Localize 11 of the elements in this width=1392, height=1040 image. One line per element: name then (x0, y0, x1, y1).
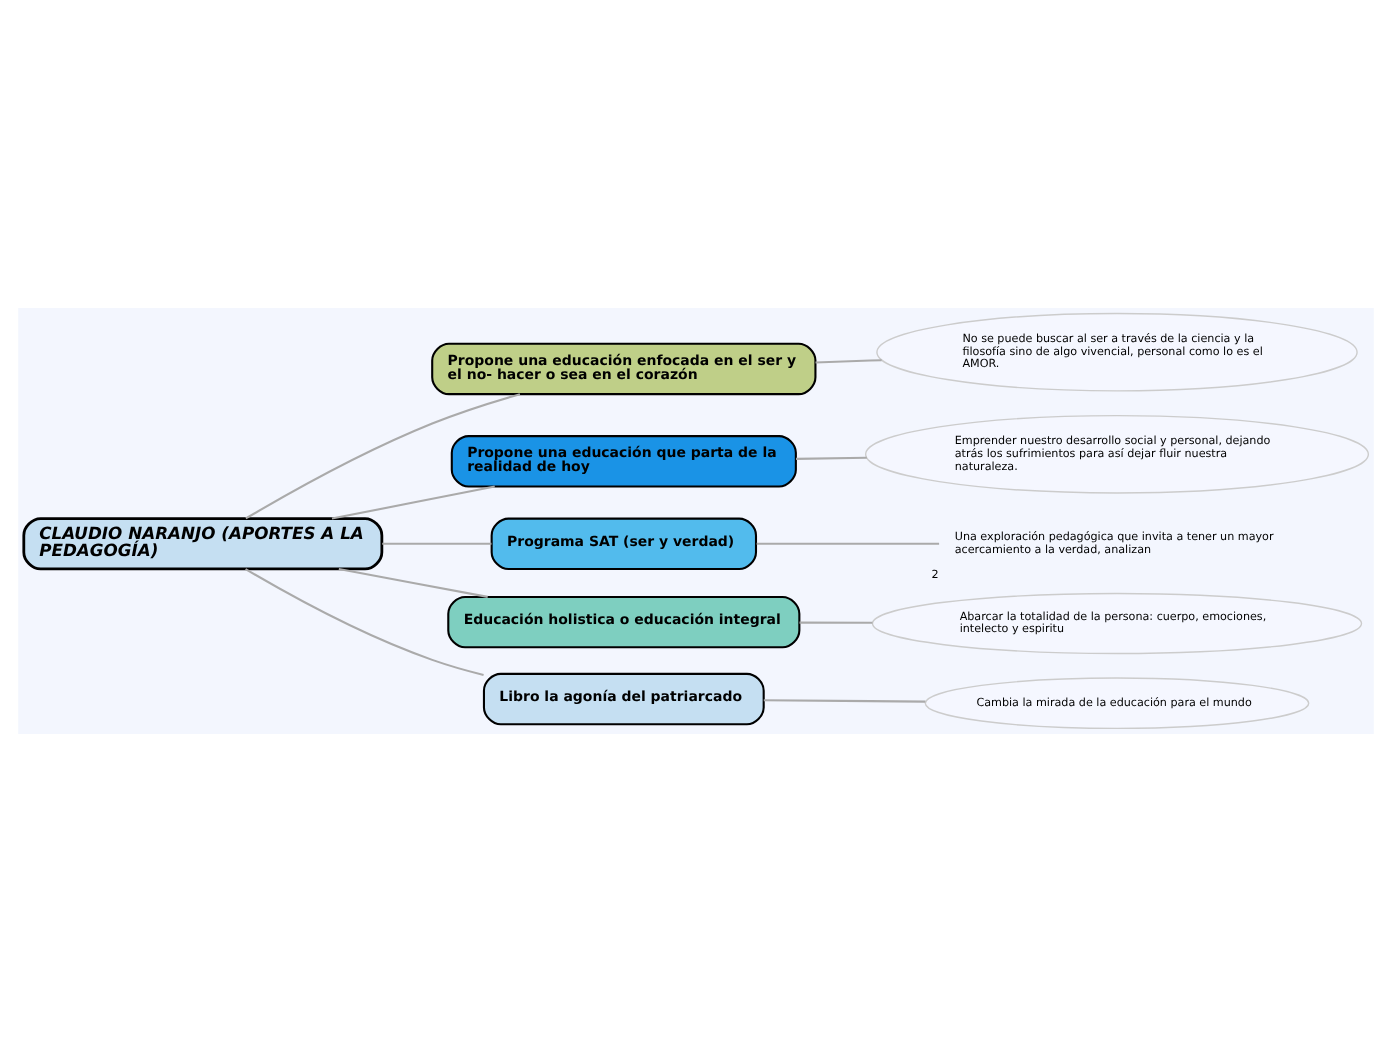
connector (799, 620, 873, 623)
connector (338, 566, 488, 597)
connector (796, 455, 867, 459)
connector (245, 567, 484, 675)
connector (331, 484, 495, 519)
connector (245, 392, 521, 519)
node-box: CLAUDIO NARANJO (APORTES A LA PEDAGOGÍA) (22, 516, 384, 570)
connector (756, 541, 940, 544)
connector (382, 541, 492, 544)
connector (815, 358, 882, 363)
connector (763, 698, 926, 702)
